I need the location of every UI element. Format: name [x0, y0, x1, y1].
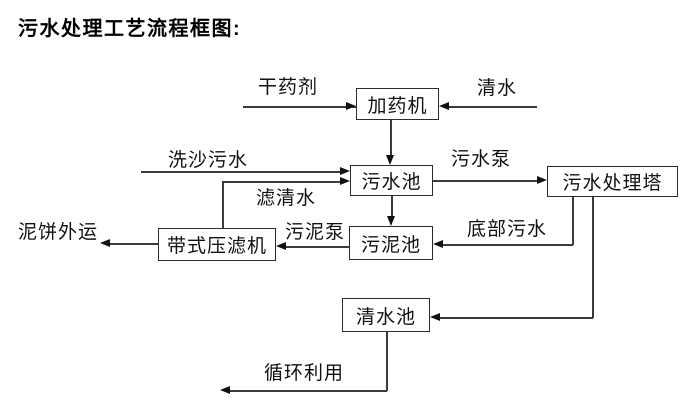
line-bottom-sewage-vertical — [572, 197, 574, 245]
line-filtered-water-vertical — [222, 181, 224, 228]
line-sewage-pump — [433, 180, 537, 182]
flow-label-sludge-pump: 污泥泵 — [285, 222, 346, 243]
line-dosing-to-sewage-pool — [390, 120, 392, 155]
arrowhead-tower-to-clear-pool-icon — [430, 313, 440, 321]
box-clear-water-pool: 清水池 — [342, 298, 430, 332]
arrowhead-sludge-pump-icon — [276, 242, 286, 250]
line-bottom-sewage-horizontal — [443, 244, 573, 246]
line-dry-agent — [243, 106, 356, 108]
arrowhead-dry-agent-icon — [346, 102, 356, 110]
arrowhead-filtered-water-icon — [340, 177, 350, 185]
arrowhead-sewage-pump-icon — [537, 176, 547, 184]
arrowhead-sewage-to-sludge-icon — [387, 216, 395, 226]
line-filtered-water-horizontal — [222, 181, 340, 183]
arrowhead-sand-washing-sewage-icon — [340, 167, 350, 175]
arrowhead-recycle-icon — [220, 386, 230, 394]
flow-label-dry-agent: 干药剂 — [258, 77, 319, 98]
arrowhead-mud-cake-out-icon — [100, 239, 110, 247]
line-clear-water — [449, 106, 537, 108]
page-title: 污水处理工艺流程框图: — [18, 18, 242, 40]
line-mud-cake-out — [110, 243, 158, 245]
line-tower-to-clear-pool-horizontal — [440, 317, 593, 319]
box-sewage-pool: 污水池 — [350, 165, 433, 196]
box-belt-filter-press: 带式压滤机 — [158, 228, 276, 261]
flow-label-filtered-clear-water: 滤清水 — [256, 188, 317, 209]
line-sludge-pump — [286, 246, 349, 248]
line-sand-washing-sewage — [141, 171, 340, 173]
flow-label-sewage-pump: 污水泵 — [451, 149, 512, 170]
box-sewage-treatment-tower: 污水处理塔 — [547, 166, 678, 197]
arrowhead-bottom-sewage-icon — [433, 240, 443, 248]
arrowhead-clear-water-icon — [439, 102, 449, 110]
box-sludge-pool: 污泥池 — [349, 226, 433, 260]
flow-label-bottom-sewage: 底部污水 — [467, 219, 548, 240]
flow-label-sand-washing-sewage: 洗沙污水 — [168, 150, 249, 171]
flow-label-clear-water: 清水 — [477, 78, 518, 99]
flow-label-recycle-use: 循环利用 — [264, 363, 345, 384]
line-recycle-horizontal — [230, 390, 387, 392]
line-tower-to-clear-pool-vertical — [592, 197, 594, 318]
flow-label-mud-cake-out: 泥饼外运 — [18, 222, 99, 243]
line-recycle-vertical — [386, 332, 388, 391]
line-sewage-to-sludge — [391, 196, 393, 216]
arrowhead-dosing-to-sewage-pool-icon — [386, 155, 394, 165]
box-dosing-machine: 加药机 — [356, 88, 439, 120]
